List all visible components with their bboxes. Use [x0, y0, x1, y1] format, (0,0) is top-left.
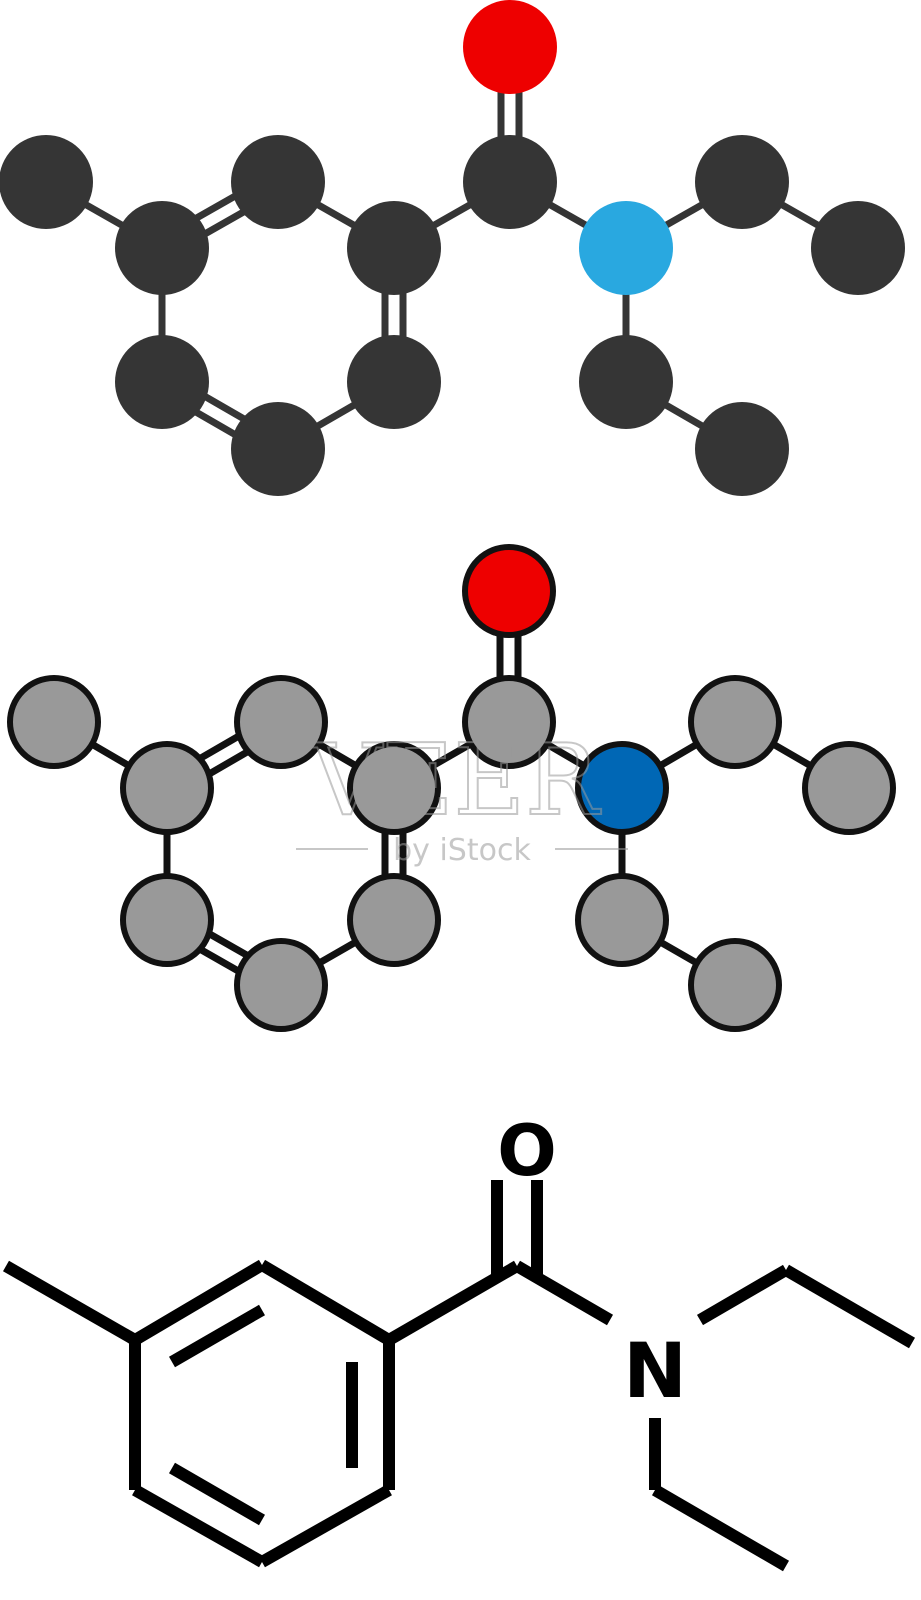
- carbon-atom: [115, 201, 209, 295]
- carbon-atom: [231, 402, 325, 496]
- carbon-atom: [462, 675, 556, 769]
- watermark: VEER by iStock: [296, 723, 628, 868]
- carbon-atom: [7, 675, 101, 769]
- nitrogen-atom: [575, 741, 669, 835]
- watermark-veer: VEER: [310, 724, 602, 838]
- carbon-atom: [802, 741, 896, 835]
- carbon-atom: [575, 873, 669, 967]
- carbon-atom: [579, 335, 673, 429]
- nitrogen-atom: [579, 201, 673, 295]
- nitrogen-label: N: [623, 1326, 687, 1415]
- skeletal-bond: [3, 1260, 138, 1346]
- skeletal-bond: [259, 1484, 392, 1568]
- oxygen-atom: [462, 544, 556, 638]
- carbon-atom: [347, 335, 441, 429]
- skeletal-formula: O N: [3, 1110, 916, 1572]
- skeletal-bond: [132, 1484, 265, 1568]
- watermark-by-istock: by iStock: [393, 833, 531, 868]
- ball-and-stick-model-outlined: [7, 544, 896, 1032]
- carbon-atom: [347, 201, 441, 295]
- ball-and-stick-model-dark: [0, 0, 905, 496]
- carbon-atom: [463, 135, 557, 229]
- carbon-atom: [231, 135, 325, 229]
- carbon-atom: [688, 938, 782, 1032]
- carbon-atom: [688, 675, 782, 769]
- carbon-atom: [115, 335, 209, 429]
- carbon-atom: [347, 873, 441, 967]
- skeletal-bond: [131, 1259, 266, 1346]
- carbon-atom: [234, 675, 328, 769]
- carbon-atom: [120, 741, 214, 835]
- carbon-atom: [234, 938, 328, 1032]
- carbon-atom: [695, 402, 789, 496]
- carbon-atom: [811, 201, 905, 295]
- skeletal-bond: [513, 1260, 614, 1326]
- skeletal-bond: [782, 1264, 916, 1349]
- skeletal-bond: [168, 1304, 266, 1368]
- oxygen-label: O: [497, 1110, 557, 1192]
- carbon-atom: [0, 135, 93, 229]
- carbon-atom: [120, 873, 214, 967]
- carbon-atom: [695, 135, 789, 229]
- skeletal-bond: [651, 1484, 790, 1572]
- skeletal-bond: [385, 1260, 521, 1346]
- skeletal-bond: [168, 1462, 266, 1526]
- skeletal-bond: [696, 1264, 790, 1326]
- skeletal-bond: [258, 1259, 393, 1346]
- oxygen-atom: [463, 0, 557, 94]
- carbon-atom: [347, 741, 441, 835]
